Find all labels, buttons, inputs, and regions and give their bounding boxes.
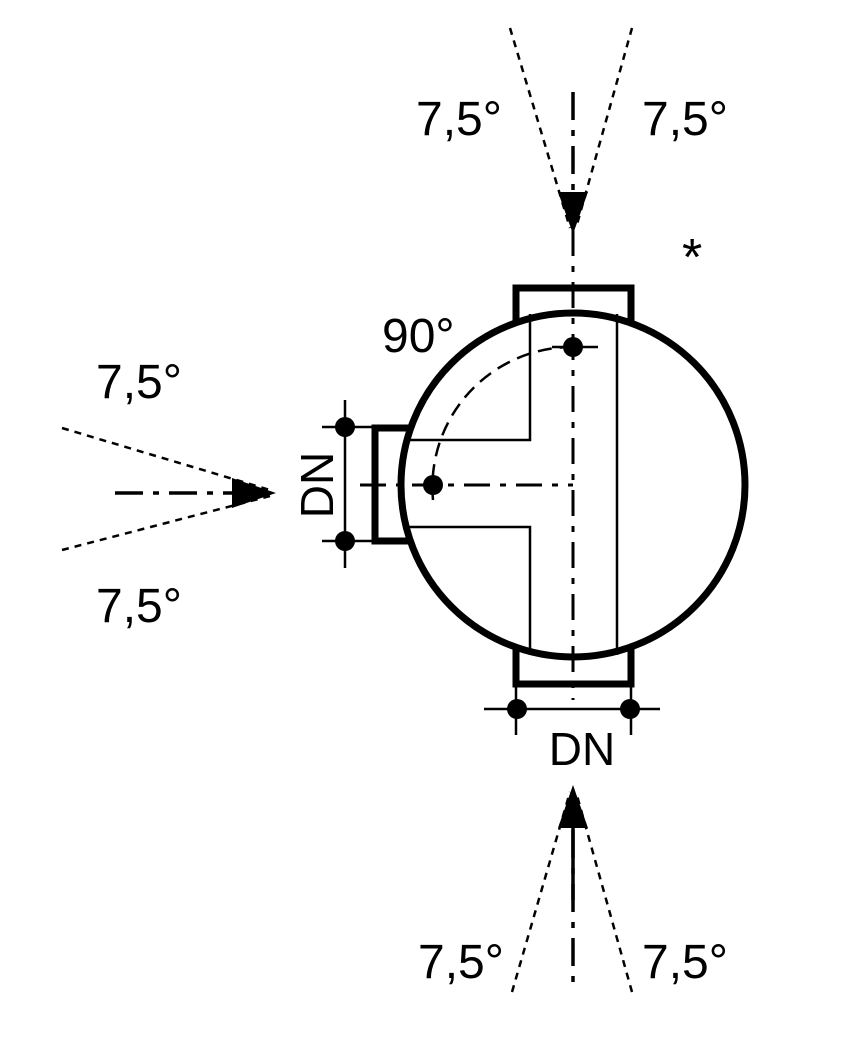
left-cone-upper-line [61,426,271,492]
bottom-dim-dot-left [507,699,527,719]
bottom-dim-dot-right [620,699,640,719]
bottom-inlet-arrow [558,785,588,828]
left-lower-angle-label: 7,5° [96,580,182,633]
side-port-dn-label: DN [291,452,343,518]
internal-channel [404,314,619,655]
left-inlet-arrow [232,478,276,508]
left-cone-lower-line [61,494,271,552]
top-left-angle-label: 7,5° [416,93,502,146]
left-upper-angle-label: 7,5° [96,356,182,409]
ninety-degree-arc [431,345,574,501]
top-inlet-arrow [558,192,588,234]
arc-angle-label: 90° [382,310,455,363]
arc-top-dot [563,337,583,357]
side-dim-dot-bottom [335,531,355,551]
fitting-body [360,230,749,700]
left-inlet-group [61,426,271,552]
bottom-port-dn-label: DN [549,723,615,775]
top-right-angle-label: 7,5° [642,93,728,146]
asterisk-label: * [682,229,702,287]
arc-left-dot [423,475,443,495]
bottom-right-angle-label: 7,5° [642,936,728,989]
bottom-left-angle-label: 7,5° [418,936,504,989]
side-dim-dot-top [335,417,355,437]
